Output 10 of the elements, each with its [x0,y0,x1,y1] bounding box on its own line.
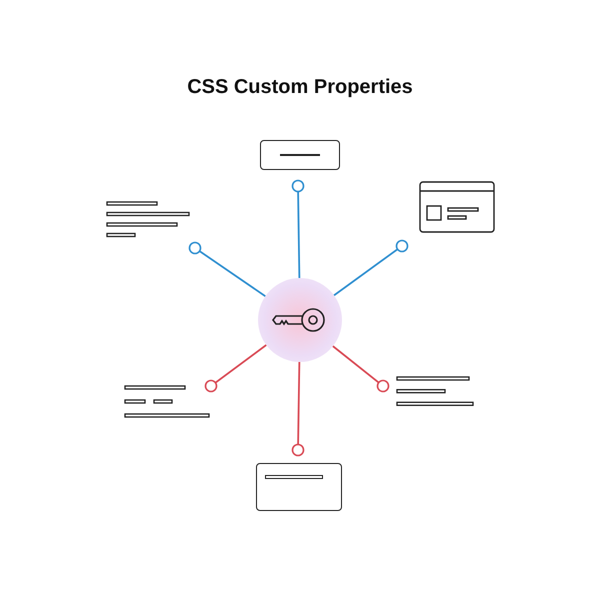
connector-line [188,242,266,297]
connector-line [292,362,304,456]
connector-line [292,180,304,278]
panel-drawing [256,463,342,511]
connector-line [333,240,408,296]
connector-line [332,345,390,392]
button-drawing [260,140,340,170]
card-drawing [419,181,495,233]
connector-line [204,344,267,392]
title: CSS Custom Properties [186,76,414,99]
